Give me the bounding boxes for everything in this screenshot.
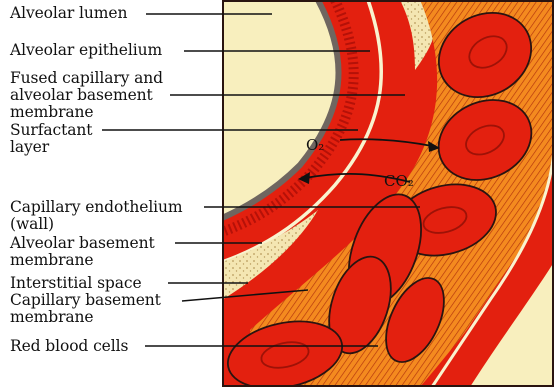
label-interstitial-space: Interstitial space — [10, 275, 142, 292]
label-fused-membrane: Fused capillary and alveolar basement me… — [10, 70, 163, 121]
oxygen-label: O₂ — [306, 136, 324, 154]
label-capillary-endothelium: Capillary endothelium (wall) — [10, 199, 183, 233]
label-red-blood-cells: Red blood cells — [10, 338, 128, 355]
label-capillary-basement-membrane: Capillary basement membrane — [10, 292, 161, 326]
label-surfactant-layer: Surfactant layer — [10, 122, 92, 156]
label-alveolar-lumen: Alveolar lumen — [10, 5, 127, 22]
label-alveolar-epithelium: Alveolar epithelium — [10, 42, 162, 59]
label-alveolar-basement-membrane: Alveolar basement membrane — [10, 235, 155, 269]
co2-label: CO₂ — [384, 172, 414, 190]
